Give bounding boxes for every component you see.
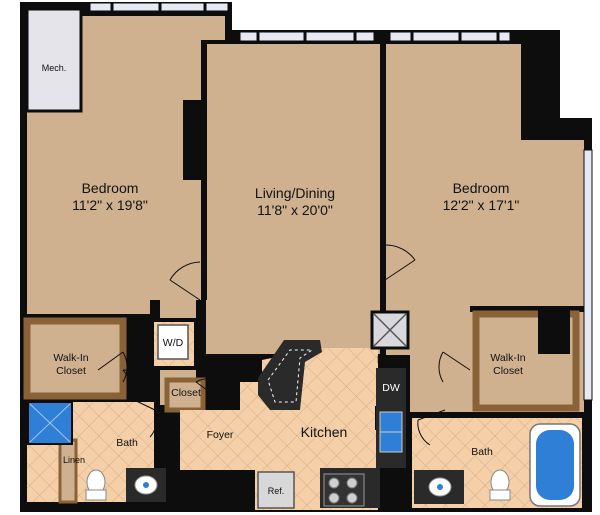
- wd-unit: [157, 324, 189, 360]
- walkin-right-label: Walk-In Closet: [490, 352, 526, 377]
- bathtub-basin: [536, 430, 574, 500]
- wd-label: W/D: [162, 337, 184, 349]
- door-swings: [97, 244, 471, 446]
- island-outline: [267, 349, 314, 403]
- shower-drain-lines: [29, 403, 71, 443]
- linen-closet: [58, 438, 78, 504]
- walkin-left-label: Walk-In Closet: [53, 352, 89, 377]
- bedroom-left-dims: 11'2" x 19'8": [72, 196, 148, 213]
- bath-right-label: Bath: [471, 446, 493, 458]
- pantry-cross: [373, 313, 407, 347]
- linen-label: Linen: [62, 455, 86, 465]
- living-floor: [206, 44, 380, 354]
- closet-wall-block: [538, 310, 570, 354]
- sink-right-drain: [437, 484, 443, 490]
- mech-room: [25, 7, 83, 113]
- dw-label: DW: [382, 382, 400, 394]
- walkin-left-floor: [23, 317, 127, 400]
- ref-label: Ref.: [267, 486, 285, 496]
- bedroom-right-name: Bedroom: [452, 180, 510, 196]
- bath-left-label: Bath: [116, 437, 138, 449]
- burners: [328, 477, 358, 504]
- living-name: Living/Dining: [254, 185, 336, 201]
- mech-label: Mech.: [41, 63, 67, 73]
- bedroom-left-name: Bedroom: [81, 180, 139, 196]
- closet-label: Closet: [171, 387, 201, 399]
- bedroom-right-label: Bedroom 12'2" x 17'1": [426, 180, 536, 214]
- toilet-left-tank: [85, 489, 107, 501]
- bedroom-right-dims: 12'2" x 17'1": [442, 196, 520, 213]
- kitchen-label: Kitchen: [300, 424, 348, 440]
- kitchen-island: [258, 340, 322, 410]
- refrigerator: [257, 471, 295, 509]
- window-mullions: [110, 3, 500, 41]
- sink-left-drain: [143, 482, 149, 488]
- living-label: Living/Dining 11'8" x 20'0": [240, 185, 350, 219]
- toilet-right-tank: [489, 489, 511, 501]
- living-dims: 11'8" x 20'0": [257, 201, 333, 218]
- foyer-label: Foyer: [206, 429, 234, 441]
- pantry-label: Pantry: [376, 354, 408, 366]
- bedroom-left-label: Bedroom 11'2" x 19'8": [60, 180, 160, 214]
